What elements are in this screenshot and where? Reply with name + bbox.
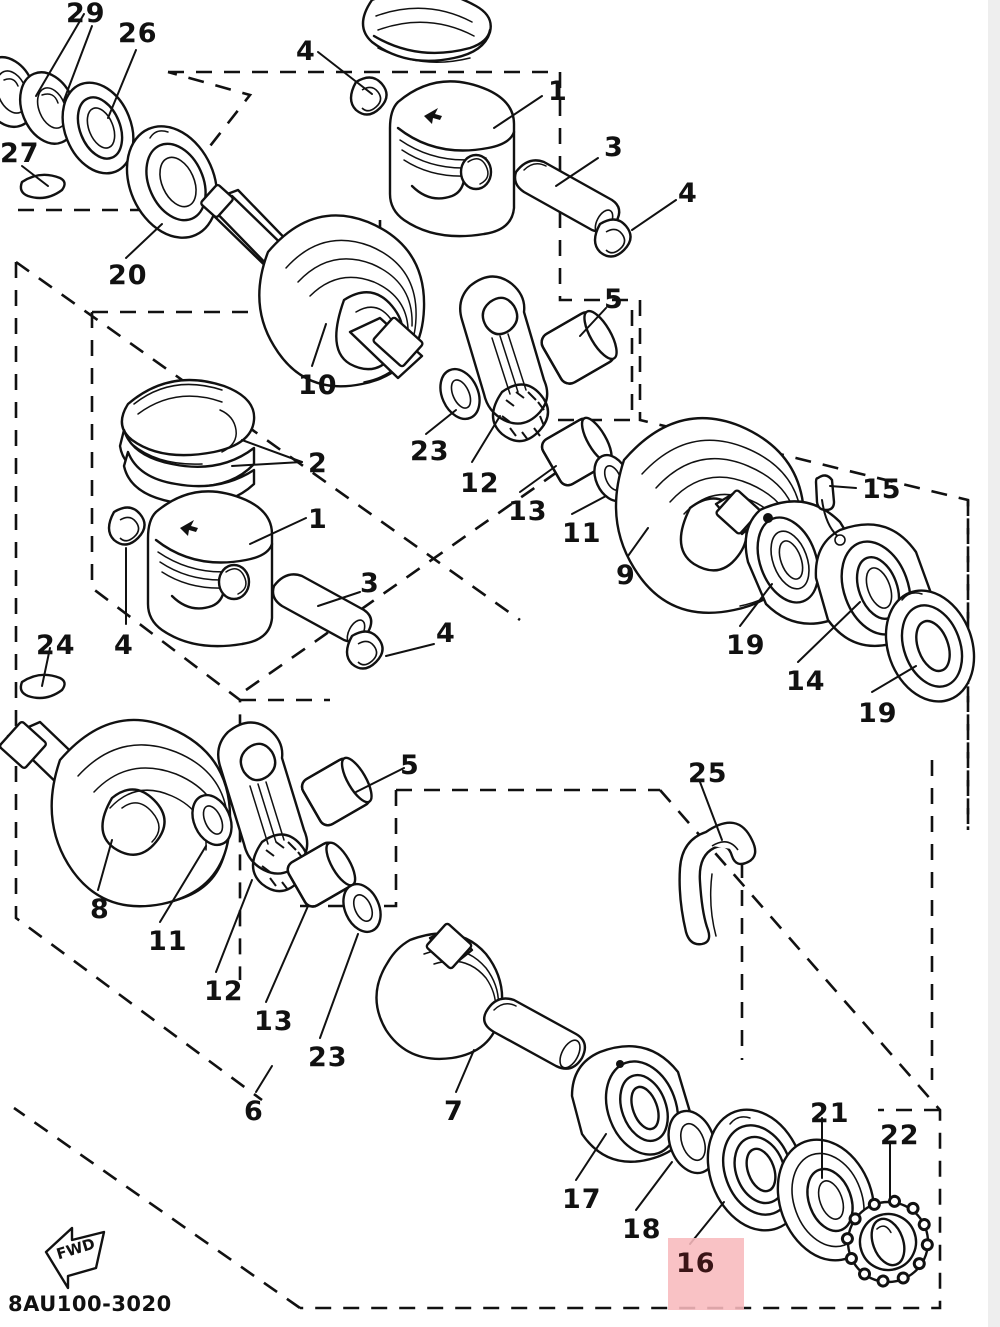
callout-27: 27 [0,138,40,169]
callout-11-upper: 11 [562,518,602,549]
callout-3-upper: 3 [604,132,624,163]
highlight-region-16 [668,1238,744,1310]
bottom-crank-7 [375,922,587,1070]
piston-ring-set [118,378,256,506]
callout-4-lower-left: 4 [114,630,134,661]
c-ring-25 [678,821,757,946]
upper-piston [349,76,632,258]
leader-lines [21,13,917,1245]
diagram-part-number: 8AU100-3020 [8,1292,172,1316]
callout-18: 18 [622,1214,662,1245]
callout-6: 6 [244,1096,264,1127]
upper-left-seal-stack [0,56,135,200]
callout-2: 2 [308,448,328,479]
callout-23-lower: 23 [308,1042,348,1073]
callout-15: 15 [862,474,902,505]
callout-5-lower: 5 [400,750,420,781]
right-bearing-assembly [744,474,976,703]
callout-24: 24 [36,630,76,661]
callout-9: 9 [616,560,636,591]
page-right-margin [988,0,1000,1327]
callout-1-upper: 1 [548,76,568,107]
callout-19-outer: 19 [858,698,898,729]
callout-8: 8 [90,894,110,925]
callout-20: 20 [108,260,148,291]
callout-5-upper: 5 [604,284,624,315]
lower-conrod-assembly [191,721,382,934]
fwd-arrow-icon [44,1226,106,1290]
callout-13-lower: 13 [254,1006,294,1037]
callout-25: 25 [688,758,728,789]
upper-piston-rings-partial [361,0,492,63]
lower-piston [107,490,384,670]
callout-12-upper: 12 [460,468,500,499]
callout-4-upper-left: 4 [296,36,316,67]
callout-14: 14 [786,666,826,697]
callout-7: 7 [444,1096,464,1127]
bottom-bearing-row [570,1045,934,1288]
crank-upper-assembly [125,125,426,388]
callout-4-lower-right: 4 [436,618,456,649]
callout-16: 16 [676,1248,716,1279]
callout-21: 21 [810,1098,850,1129]
callout-17: 17 [562,1184,602,1215]
callout-1-lower: 1 [308,504,328,535]
callout-11-lower: 11 [148,926,188,957]
callout-22: 22 [880,1120,920,1151]
callout-29: 29 [66,0,106,29]
callout-13-upper: 13 [508,496,548,527]
crank-web-9 [614,417,806,614]
callout-4-upper-right: 4 [678,178,698,209]
lower-left-crank [0,673,232,908]
callout-23-upper: 23 [410,436,450,467]
callout-3-lower: 3 [360,568,380,599]
callout-12-lower: 12 [204,976,244,1007]
callout-10: 10 [298,370,338,401]
callout-26: 26 [118,18,158,49]
callout-19-inner: 19 [726,630,766,661]
